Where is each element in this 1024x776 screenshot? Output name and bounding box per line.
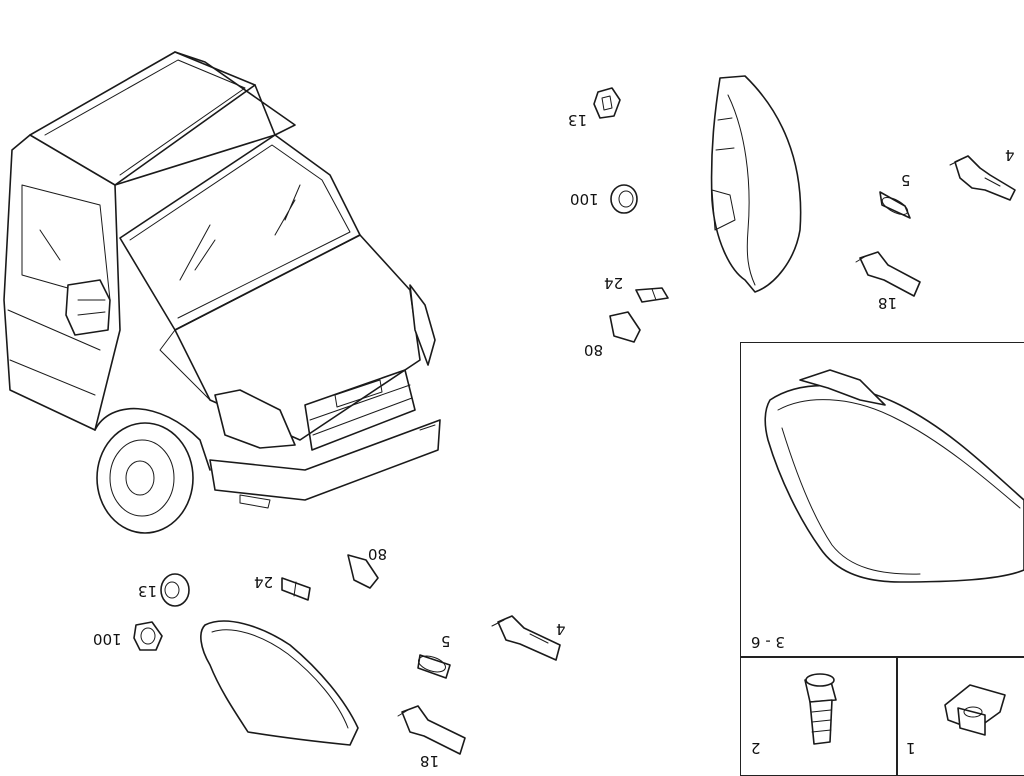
headlamp-front-view (200, 620, 359, 746)
callout-24-top: 24 (604, 274, 624, 292)
callout-5-bottom: 5 (441, 632, 451, 650)
panel-screw (740, 656, 898, 776)
bulb-80-bottom (347, 554, 379, 589)
callout-100-bottom: 100 (93, 630, 122, 648)
callout-24-bottom: 24 (254, 573, 274, 591)
headlamp-assembly-icon (764, 369, 1024, 583)
bulb-holder-4-bottom (491, 615, 561, 661)
callout-80-bottom: 80 (368, 545, 388, 563)
cap-13-bottom (160, 573, 190, 607)
bulb-24-bottom (281, 577, 311, 601)
cap-13-top (593, 87, 621, 119)
panel-label-screw: 2 (751, 739, 761, 757)
cage-nut-icon (944, 684, 1006, 736)
callout-4-bottom: 4 (556, 620, 566, 638)
callout-13-top: 13 (568, 111, 588, 129)
callout-4-top: 4 (1005, 146, 1015, 164)
cap-100-top (610, 184, 638, 214)
panel-cage-nut (896, 656, 1024, 776)
bulb-holder-18-top (855, 251, 921, 297)
panel-label-cage-nut: 1 (906, 739, 916, 757)
callout-18-bottom: 18 (420, 752, 440, 770)
headlamp-side-view (710, 75, 802, 293)
callout-18-top: 18 (878, 294, 898, 312)
screw-icon (804, 673, 837, 745)
bulb-80-top (609, 311, 641, 343)
callout-100-top: 100 (570, 190, 599, 208)
van-illustration (3, 51, 441, 534)
panel-label-headlamp: 3 - 6 (751, 633, 786, 651)
callout-13-bottom: 13 (138, 582, 158, 600)
bulb-5-bottom (417, 654, 451, 679)
callout-80-top: 80 (584, 341, 604, 359)
cap-100-bottom (133, 621, 163, 651)
bulb-holder-4-top (949, 155, 1016, 201)
panel-headlamp-assembly (740, 342, 1024, 658)
bulb-5-top (879, 191, 911, 219)
callout-5-top: 5 (901, 171, 911, 189)
bulb-24-top (635, 287, 669, 303)
bulb-holder-18-bottom (397, 705, 466, 755)
